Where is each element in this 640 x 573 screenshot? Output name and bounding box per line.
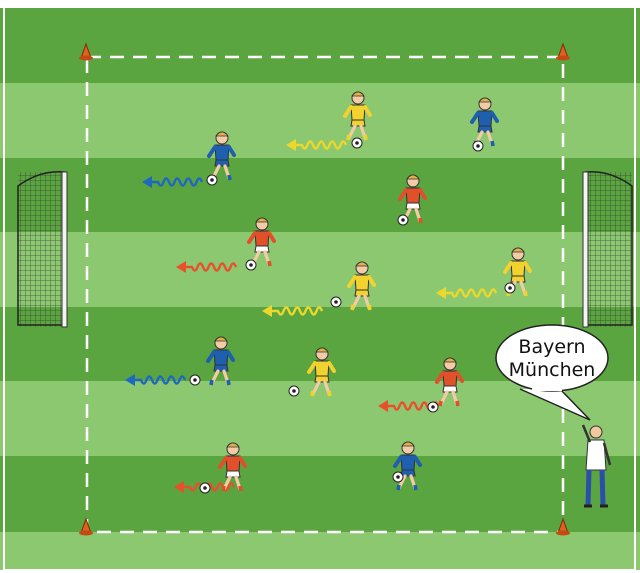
- ball: [200, 483, 210, 493]
- right-goal: [583, 172, 632, 327]
- ball: [428, 402, 438, 412]
- ball: [331, 297, 341, 307]
- left-goal: [18, 172, 67, 327]
- ball: [352, 138, 362, 148]
- ball: [393, 472, 403, 482]
- speech-line-1: Bayern: [495, 336, 609, 359]
- ball: [473, 141, 483, 151]
- ball: [289, 386, 299, 396]
- grass-band: [0, 532, 640, 570]
- ball: [505, 283, 515, 293]
- grass-band: [0, 232, 640, 307]
- speech-line-2: München: [495, 359, 609, 382]
- ball: [398, 215, 408, 225]
- speech-bubble-text: Bayern München: [495, 336, 609, 382]
- grass-band: [0, 456, 640, 532]
- ball: [190, 375, 200, 385]
- grass-band: [0, 158, 640, 232]
- ball: [207, 175, 217, 185]
- grass-band: [0, 83, 640, 158]
- ball: [246, 260, 256, 270]
- grass-band: [0, 8, 640, 83]
